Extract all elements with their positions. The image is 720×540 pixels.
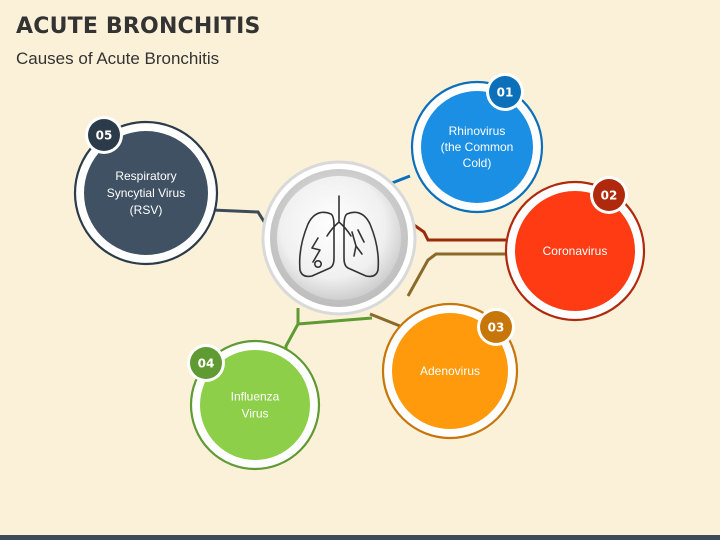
badge-number: 03: [488, 321, 505, 335]
badge-number: 04: [198, 357, 215, 371]
cause-node-02: Coronavirus 02: [504, 176, 646, 322]
node-label-line: Syncytial Virus: [107, 186, 185, 200]
center-hub: [261, 160, 417, 316]
connector-05: [211, 208, 270, 229]
node-label-line: (the Common: [441, 140, 514, 154]
cause-node-03: Adenovirus 03: [381, 302, 519, 440]
badge-number: 05: [96, 129, 113, 143]
node-circle: [84, 131, 208, 255]
badge-number: 01: [497, 86, 514, 100]
bottom-bar: [0, 535, 720, 540]
connector-02: [403, 216, 512, 242]
node-circle: [421, 91, 533, 203]
connector-03: [406, 252, 512, 297]
page-title: ACUTE BRONCHITIS: [16, 14, 261, 39]
node-label-line: (RSV): [130, 203, 163, 217]
badge-circle: [190, 347, 222, 379]
node-label-line: Rhinovirus: [449, 124, 506, 138]
node-label-line: Adenovirus: [420, 364, 480, 378]
connector-04b: [297, 316, 373, 326]
page-subtitle: Causes of Acute Bronchitis: [16, 49, 220, 68]
node-label-line: Cold): [463, 156, 492, 170]
node-circle: [200, 350, 310, 460]
badge-number: 02: [601, 189, 618, 203]
badge-circle: [593, 179, 625, 211]
badge-circle: [480, 311, 512, 343]
node-label-line: Influenza: [231, 390, 280, 404]
badge-circle: [489, 76, 521, 108]
node-label-line: Coronavirus: [543, 244, 608, 258]
badge-circle: [88, 119, 120, 151]
lungs-icon: [298, 195, 380, 278]
connector-03b: [369, 312, 401, 328]
node-circle: [392, 313, 508, 429]
node-label-line: Respiratory: [115, 169, 176, 183]
node-label-line: Virus: [241, 407, 268, 421]
node-circle: [515, 191, 635, 311]
